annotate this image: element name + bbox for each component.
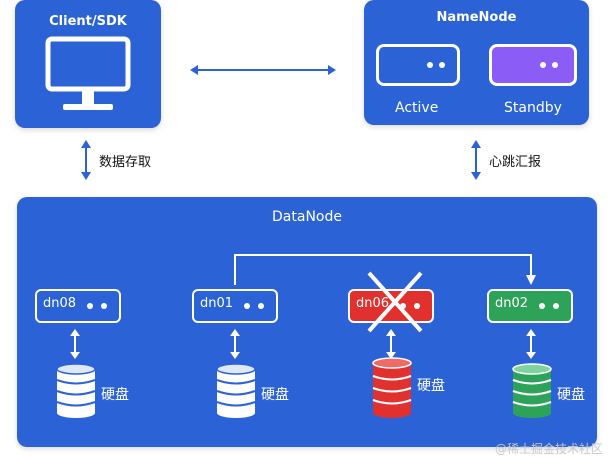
client-panel: Client/SDK [15, 0, 161, 128]
status-dot [552, 62, 558, 68]
client-datanode-arrow [81, 140, 91, 180]
disk-label: 硬盘 [557, 387, 585, 403]
datanode-title: DataNode [272, 209, 342, 225]
status-dot [244, 303, 250, 309]
client-title: Client/SDK [49, 14, 127, 29]
status-dot [101, 303, 107, 309]
status-dot [414, 303, 420, 309]
status-dot [427, 62, 433, 68]
disk-arrow [386, 329, 396, 359]
status-dot [258, 303, 264, 309]
datanode-dn02: dn02 [487, 289, 573, 323]
datanode-label: dn02 [495, 296, 529, 311]
status-dot [87, 303, 93, 309]
disk-icon [512, 363, 552, 418]
datanode-label: dn01 [200, 296, 234, 311]
replication-arrow [234, 254, 536, 285]
disk-label: 硬盘 [261, 387, 289, 403]
disk-label: 硬盘 [417, 378, 445, 394]
active-label: Active [395, 100, 439, 116]
datanode-panel: DataNode dn08 dn01 dn06 dn02 [17, 197, 597, 447]
datanode-dn01: dn01 [192, 289, 278, 323]
watermark: @稀土掘金技术社区 [494, 442, 603, 456]
namenode-title: NameNode [436, 10, 517, 25]
disk-arrow [526, 329, 536, 359]
disk-icon [56, 363, 96, 418]
active-node [376, 44, 460, 86]
heartbeat-arrow [471, 140, 481, 180]
standby-node [489, 44, 577, 86]
datanode-label: dn06 [356, 296, 390, 311]
datanode-dn08: dn08 [35, 289, 121, 323]
namenode-panel: NameNode Active Standby [364, 0, 589, 125]
client-namenode-arrow [190, 65, 336, 75]
datanode-label: dn08 [43, 296, 77, 311]
data-access-label: 数据存取 [99, 155, 152, 170]
heartbeat-label: 心跳汇报 [489, 155, 542, 170]
status-dot [553, 303, 559, 309]
status-dot [400, 303, 406, 309]
status-dot [540, 62, 546, 68]
status-dot [539, 303, 545, 309]
disk-icon [372, 357, 412, 418]
failed-cross-icon [367, 271, 423, 333]
disk-arrow [70, 329, 80, 359]
disk-icon [216, 363, 256, 418]
disk-label: 硬盘 [101, 387, 129, 403]
disk-arrow [230, 329, 240, 359]
status-dot [439, 62, 445, 68]
monitor-icon [45, 36, 131, 120]
standby-label: Standby [504, 100, 562, 116]
